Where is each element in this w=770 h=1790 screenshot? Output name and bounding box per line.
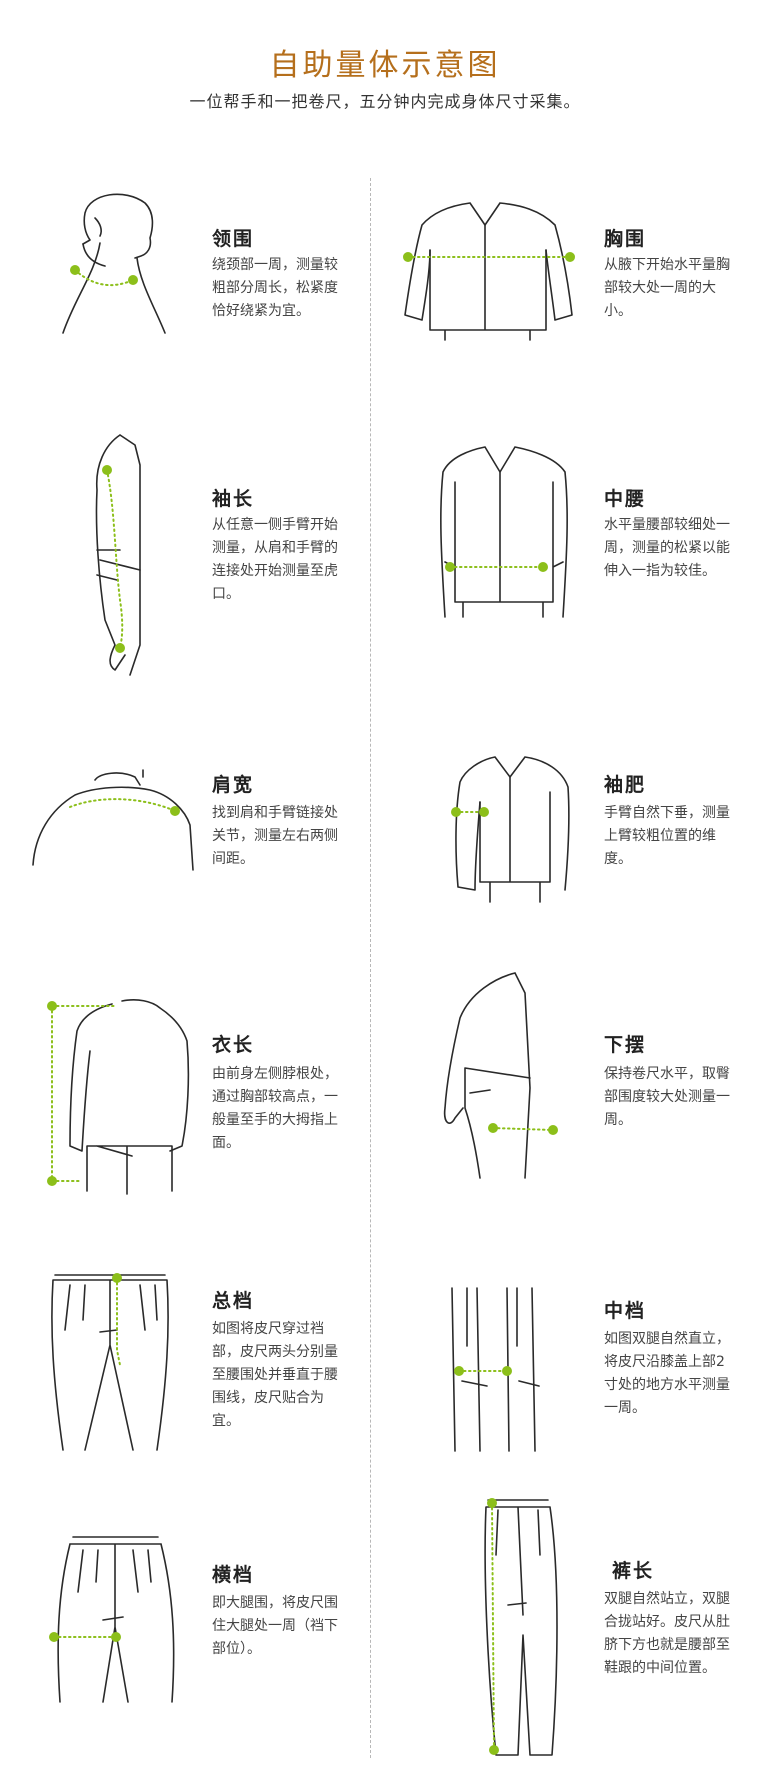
shirt-length-figure-icon — [47, 999, 190, 1195]
measurement-title-trouser-length: 裤长 — [612, 1560, 655, 1582]
measurement-desc-total-rise: 如图将皮尺穿过裆部，皮尺两头分别量至腰围处并垂直于腰围线，皮尺贴合为宜。 — [212, 1321, 338, 1429]
center-divider — [370, 178, 371, 1758]
sleeve-figure-icon — [95, 434, 141, 676]
shoulder-figure-icon — [32, 769, 194, 871]
upper-arm-figure-icon — [451, 756, 570, 903]
measurement-desc-knee: 如图双腿自然直立，将皮尺沿膝盖上部2寸处的地方水平测量一周。 — [604, 1331, 730, 1416]
measurement-title-hem: 下摆 — [604, 1034, 647, 1056]
total-rise-figure-icon — [51, 1273, 169, 1451]
measurement-title-thigh: 横档 — [212, 1564, 255, 1586]
chest-figure-icon — [403, 202, 575, 341]
page-subtitle: 一位帮手和一把卷尺，五分钟内完成身体尺寸采集。 — [189, 92, 581, 111]
measurement-title-chest: 胸围 — [604, 228, 647, 250]
trouser-length-figure-icon — [484, 1498, 558, 1756]
measurement-desc-shirt-length: 由前身左侧脖根处，通过胸部较高点，一般量至手的大拇指上面。 — [212, 1066, 338, 1151]
measurement-title-shirt-length: 衣长 — [212, 1034, 255, 1056]
measurement-title-sleeve: 袖长 — [212, 488, 255, 510]
measurement-desc-shoulder: 找到肩和手臂链接处关节，测量左右两侧间距。 — [212, 805, 338, 867]
hem-figure-icon — [443, 972, 558, 1179]
waist-figure-icon — [440, 446, 568, 618]
measurement-title-shoulder: 肩宽 — [212, 774, 255, 796]
measurement-title-knee: 中档 — [604, 1300, 647, 1322]
measurement-desc-upper-arm: 手臂自然下垂，测量上臂较粗位置的维度。 — [604, 805, 730, 867]
thigh-figure-icon — [49, 1536, 175, 1703]
measurement-desc-thigh: 即大腿围，将皮尺围住大腿处一周（裆下部位）。 — [212, 1595, 338, 1657]
measurement-desc-chest: 从腋下开始水平量胸部较大处一周的大小。 — [604, 257, 730, 319]
neck-figure-icon — [62, 193, 166, 334]
measurement-title-neck: 领围 — [212, 228, 255, 250]
measurement-desc-trouser-length: 双腿自然站立，双腿合拢站好。皮尺从肚脐下方也就是腰部至鞋跟的中间位置。 — [604, 1591, 730, 1676]
measurement-desc-waist: 水平量腰部较细处一周，测量的松紧以能伸入一指为较佳。 — [604, 517, 730, 579]
page-title: 自助量体示意图 — [269, 48, 501, 83]
measurement-title-total-rise: 总档 — [212, 1290, 255, 1312]
measurement-desc-neck: 绕颈部一周，测量较粗部分周长，松紧度恰好绕紧为宜。 — [212, 257, 338, 319]
measurement-title-waist: 中腰 — [604, 488, 647, 510]
measurement-desc-sleeve: 从任意一侧手臂开始测量，从肩和手臂的连接处开始测量至虎口。 — [212, 517, 338, 602]
knee-figure-icon — [451, 1287, 540, 1452]
measurement-desc-hem: 保持卷尺水平，取臀部围度较大处测量一周。 — [604, 1066, 730, 1128]
measurement-title-upper-arm: 袖肥 — [604, 774, 647, 796]
